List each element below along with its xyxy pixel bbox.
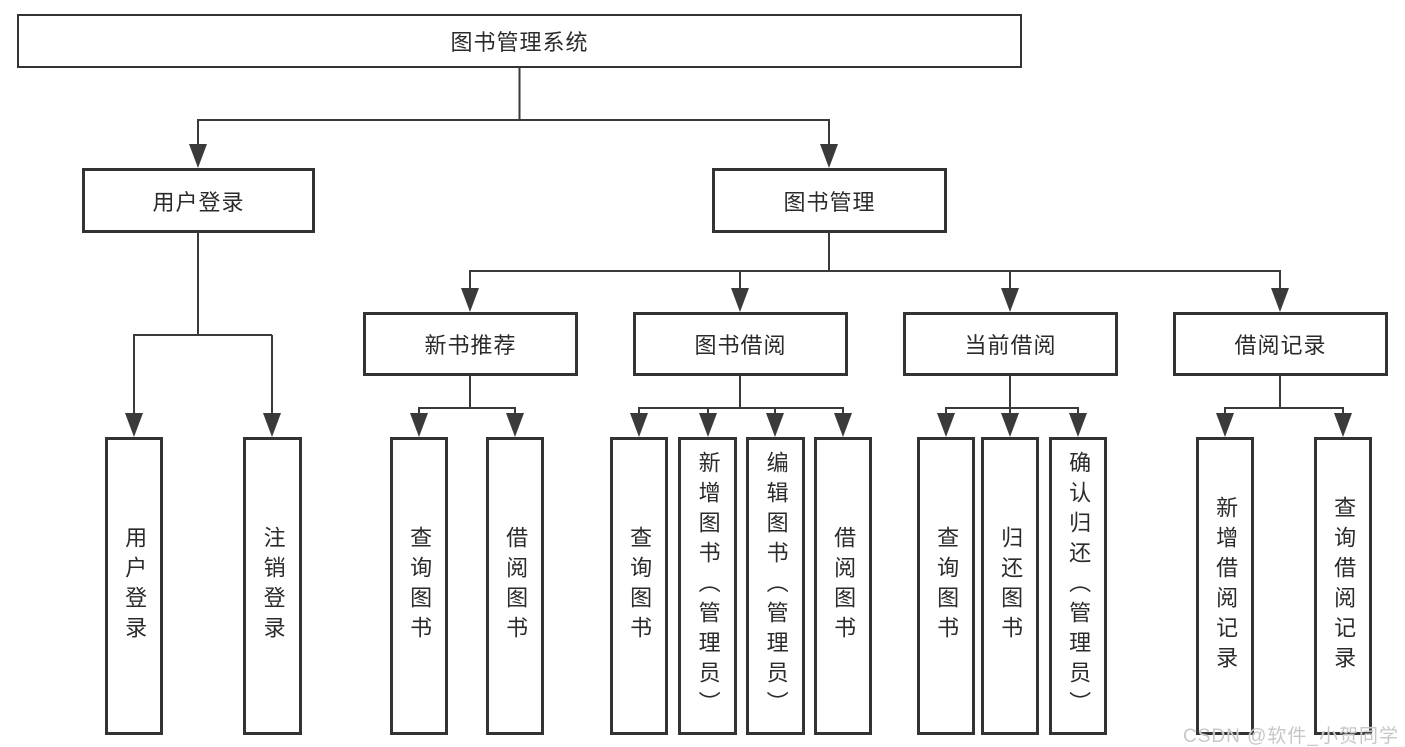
arrowhead-down-icon <box>125 413 143 437</box>
leaf-label: 编辑图书（管理员） <box>763 451 789 721</box>
arrowhead-down-icon <box>1069 413 1087 437</box>
edges-root-to-branches <box>197 68 830 146</box>
arrowhead-down-icon <box>506 413 524 437</box>
arrowheads <box>125 144 1352 437</box>
edges-borrow-record-to-leaves <box>1224 376 1344 415</box>
leaf-label: 查询图书 <box>934 526 960 646</box>
arrowhead-down-icon <box>937 413 955 437</box>
leaf-label: 查询图书 <box>407 526 433 646</box>
arrowhead-down-icon <box>1216 413 1234 437</box>
leaf-confirm-return-admin: 确认归还（管理员） <box>1049 437 1107 735</box>
edges-new-book-to-leaves <box>418 376 516 415</box>
arrowhead-down-icon <box>630 413 648 437</box>
leaf-query-books-current: 查询图书 <box>917 437 975 735</box>
node-book-management: 图书管理 <box>712 168 947 233</box>
leaf-query-books-newbook: 查询图书 <box>390 437 448 735</box>
node-library-management-system: 图书管理系统 <box>17 14 1022 68</box>
arrowhead-down-icon <box>820 144 838 168</box>
node-book-borrow: 图书借阅 <box>633 312 848 376</box>
leaf-logout: 注销登录 <box>243 437 302 735</box>
leaf-label: 借阅图书 <box>503 526 529 646</box>
leaf-query-books-borrow: 查询图书 <box>610 437 668 735</box>
edges-book-borrow-to-leaves <box>638 376 844 415</box>
node-user-login: 用户登录 <box>82 168 315 233</box>
edges-current-borrow-to-leaves <box>945 376 1079 415</box>
arrowhead-down-icon <box>766 413 784 437</box>
node-current-borrow: 当前借阅 <box>903 312 1118 376</box>
arrowhead-down-icon <box>834 413 852 437</box>
leaf-borrow-books-newbook: 借阅图书 <box>486 437 544 735</box>
leaf-add-borrow-record: 新增借阅记录 <box>1196 437 1254 735</box>
arrowhead-down-icon <box>731 288 749 312</box>
edges-user-login-to-leaves <box>133 232 273 415</box>
node-new-book-recommend: 新书推荐 <box>363 312 578 376</box>
arrowhead-down-icon <box>1334 413 1352 437</box>
arrowhead-down-icon <box>263 413 281 437</box>
csdn-watermark: CSDN @软件_小贺同学 <box>1183 726 1399 747</box>
leaf-label: 新增借阅记录 <box>1213 496 1239 676</box>
leaf-user-login: 用户登录 <box>105 437 163 735</box>
arrowhead-down-icon <box>1271 288 1289 312</box>
arrowhead-down-icon <box>1001 288 1019 312</box>
arrowhead-down-icon <box>410 413 428 437</box>
leaf-label: 确认归还（管理员） <box>1066 451 1092 721</box>
leaf-label: 用户登录 <box>122 526 148 646</box>
arrowhead-down-icon <box>699 413 717 437</box>
leaf-label: 新增图书（管理员） <box>695 451 721 721</box>
leaf-label: 借阅图书 <box>831 526 857 646</box>
edges-book-mgmt-to-categories <box>469 233 1281 290</box>
leaf-label: 归还图书 <box>998 526 1024 646</box>
leaf-label: 查询图书 <box>627 526 653 646</box>
leaf-edit-book-admin: 编辑图书（管理员） <box>746 437 805 735</box>
arrowhead-down-icon <box>461 288 479 312</box>
leaf-borrow-books-borrow: 借阅图书 <box>814 437 872 735</box>
leaf-add-book-admin: 新增图书（管理员） <box>678 437 737 735</box>
leaf-return-book: 归还图书 <box>981 437 1039 735</box>
leaf-query-borrow-record: 查询借阅记录 <box>1314 437 1372 735</box>
node-borrow-records: 借阅记录 <box>1173 312 1388 376</box>
leaf-label: 注销登录 <box>260 526 286 646</box>
arrowhead-down-icon <box>1001 413 1019 437</box>
leaf-label: 查询借阅记录 <box>1331 496 1357 676</box>
arrowhead-down-icon <box>189 144 207 168</box>
